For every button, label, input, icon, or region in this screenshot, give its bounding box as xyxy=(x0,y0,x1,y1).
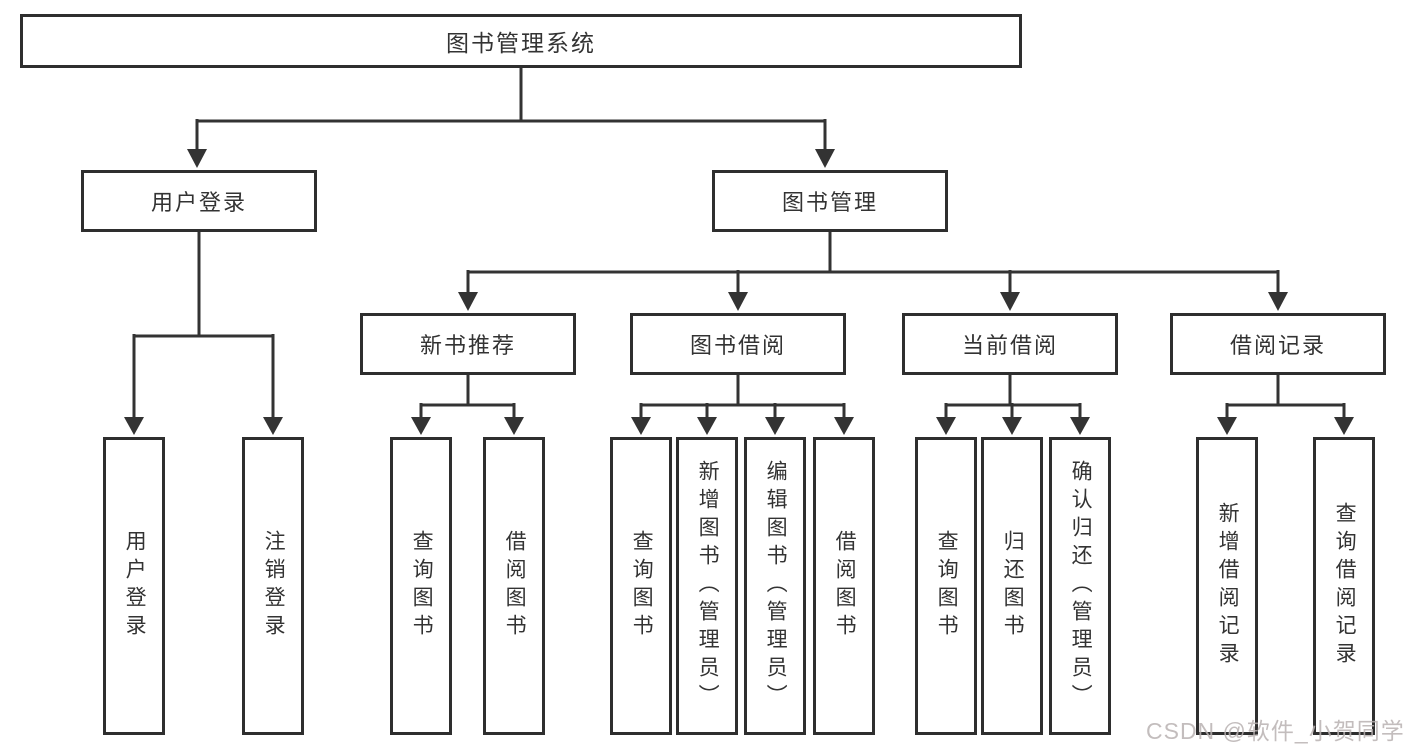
leaf-confirm-return-admin-label: 确认归还（管理员） xyxy=(1069,460,1093,712)
leaf-confirm-return-admin: 确认归还（管理员） xyxy=(1049,437,1111,735)
node-user-login-label: 用户登录 xyxy=(150,190,247,215)
leaf-current-query-books: 查询图书 xyxy=(915,437,977,735)
leaf-newbooks-borrow-books-label: 借阅图书 xyxy=(503,530,527,642)
leaf-user-login-label: 用户登录 xyxy=(123,530,147,642)
leaf-logout: 注销登录 xyxy=(242,437,304,735)
leaf-edit-book-admin-label: 编辑图书（管理员） xyxy=(764,460,788,712)
leaf-newbooks-query-books-label: 查询图书 xyxy=(410,530,434,642)
leaf-borrowing-query-books-label: 查询图书 xyxy=(630,530,654,642)
node-user-login: 用户登录 xyxy=(81,170,317,232)
node-borrow-records-label: 借阅记录 xyxy=(1229,333,1326,358)
csdn-watermark: CSDN @软件_小贺同学 xyxy=(1146,718,1405,744)
node-new-book-recommend-label: 新书推荐 xyxy=(419,333,516,358)
leaf-edit-book-admin: 编辑图书（管理员） xyxy=(744,437,806,735)
leaf-user-login: 用户登录 xyxy=(103,437,165,735)
node-borrow-records: 借阅记录 xyxy=(1170,313,1386,375)
leaf-borrowing-borrow-books-label: 借阅图书 xyxy=(833,530,857,642)
leaf-return-book-label: 归还图书 xyxy=(1001,530,1025,642)
leaf-add-book-admin: 新增图书（管理员） xyxy=(676,437,738,735)
leaf-borrowing-borrow-books: 借阅图书 xyxy=(813,437,875,735)
node-root-library-system: 图书管理系统 xyxy=(20,14,1022,68)
node-new-book-recommend: 新书推荐 xyxy=(360,313,576,375)
node-root-label: 图书管理系统 xyxy=(446,30,596,56)
leaf-newbooks-query-books: 查询图书 xyxy=(390,437,452,735)
leaf-add-borrow-record: 新增借阅记录 xyxy=(1196,437,1258,735)
node-book-borrowing-label: 图书借阅 xyxy=(689,333,786,358)
node-current-borrowing: 当前借阅 xyxy=(902,313,1118,375)
leaf-return-book: 归还图书 xyxy=(981,437,1043,735)
node-book-borrowing: 图书借阅 xyxy=(630,313,846,375)
node-current-borrowing-label: 当前借阅 xyxy=(961,333,1058,358)
node-book-management: 图书管理 xyxy=(712,170,948,232)
node-book-management-label: 图书管理 xyxy=(781,190,878,215)
leaf-current-query-books-label: 查询图书 xyxy=(935,530,959,642)
arrowheads xyxy=(124,149,1354,435)
leaf-add-borrow-record-label: 新增借阅记录 xyxy=(1216,502,1240,670)
leaf-newbooks-borrow-books: 借阅图书 xyxy=(483,437,545,735)
leaf-query-borrow-record: 查询借阅记录 xyxy=(1313,437,1375,735)
leaf-query-borrow-record-label: 查询借阅记录 xyxy=(1333,502,1357,670)
leaf-add-book-admin-label: 新增图书（管理员） xyxy=(696,460,720,712)
leaf-logout-label: 注销登录 xyxy=(262,530,286,642)
leaf-borrowing-query-books: 查询图书 xyxy=(610,437,672,735)
